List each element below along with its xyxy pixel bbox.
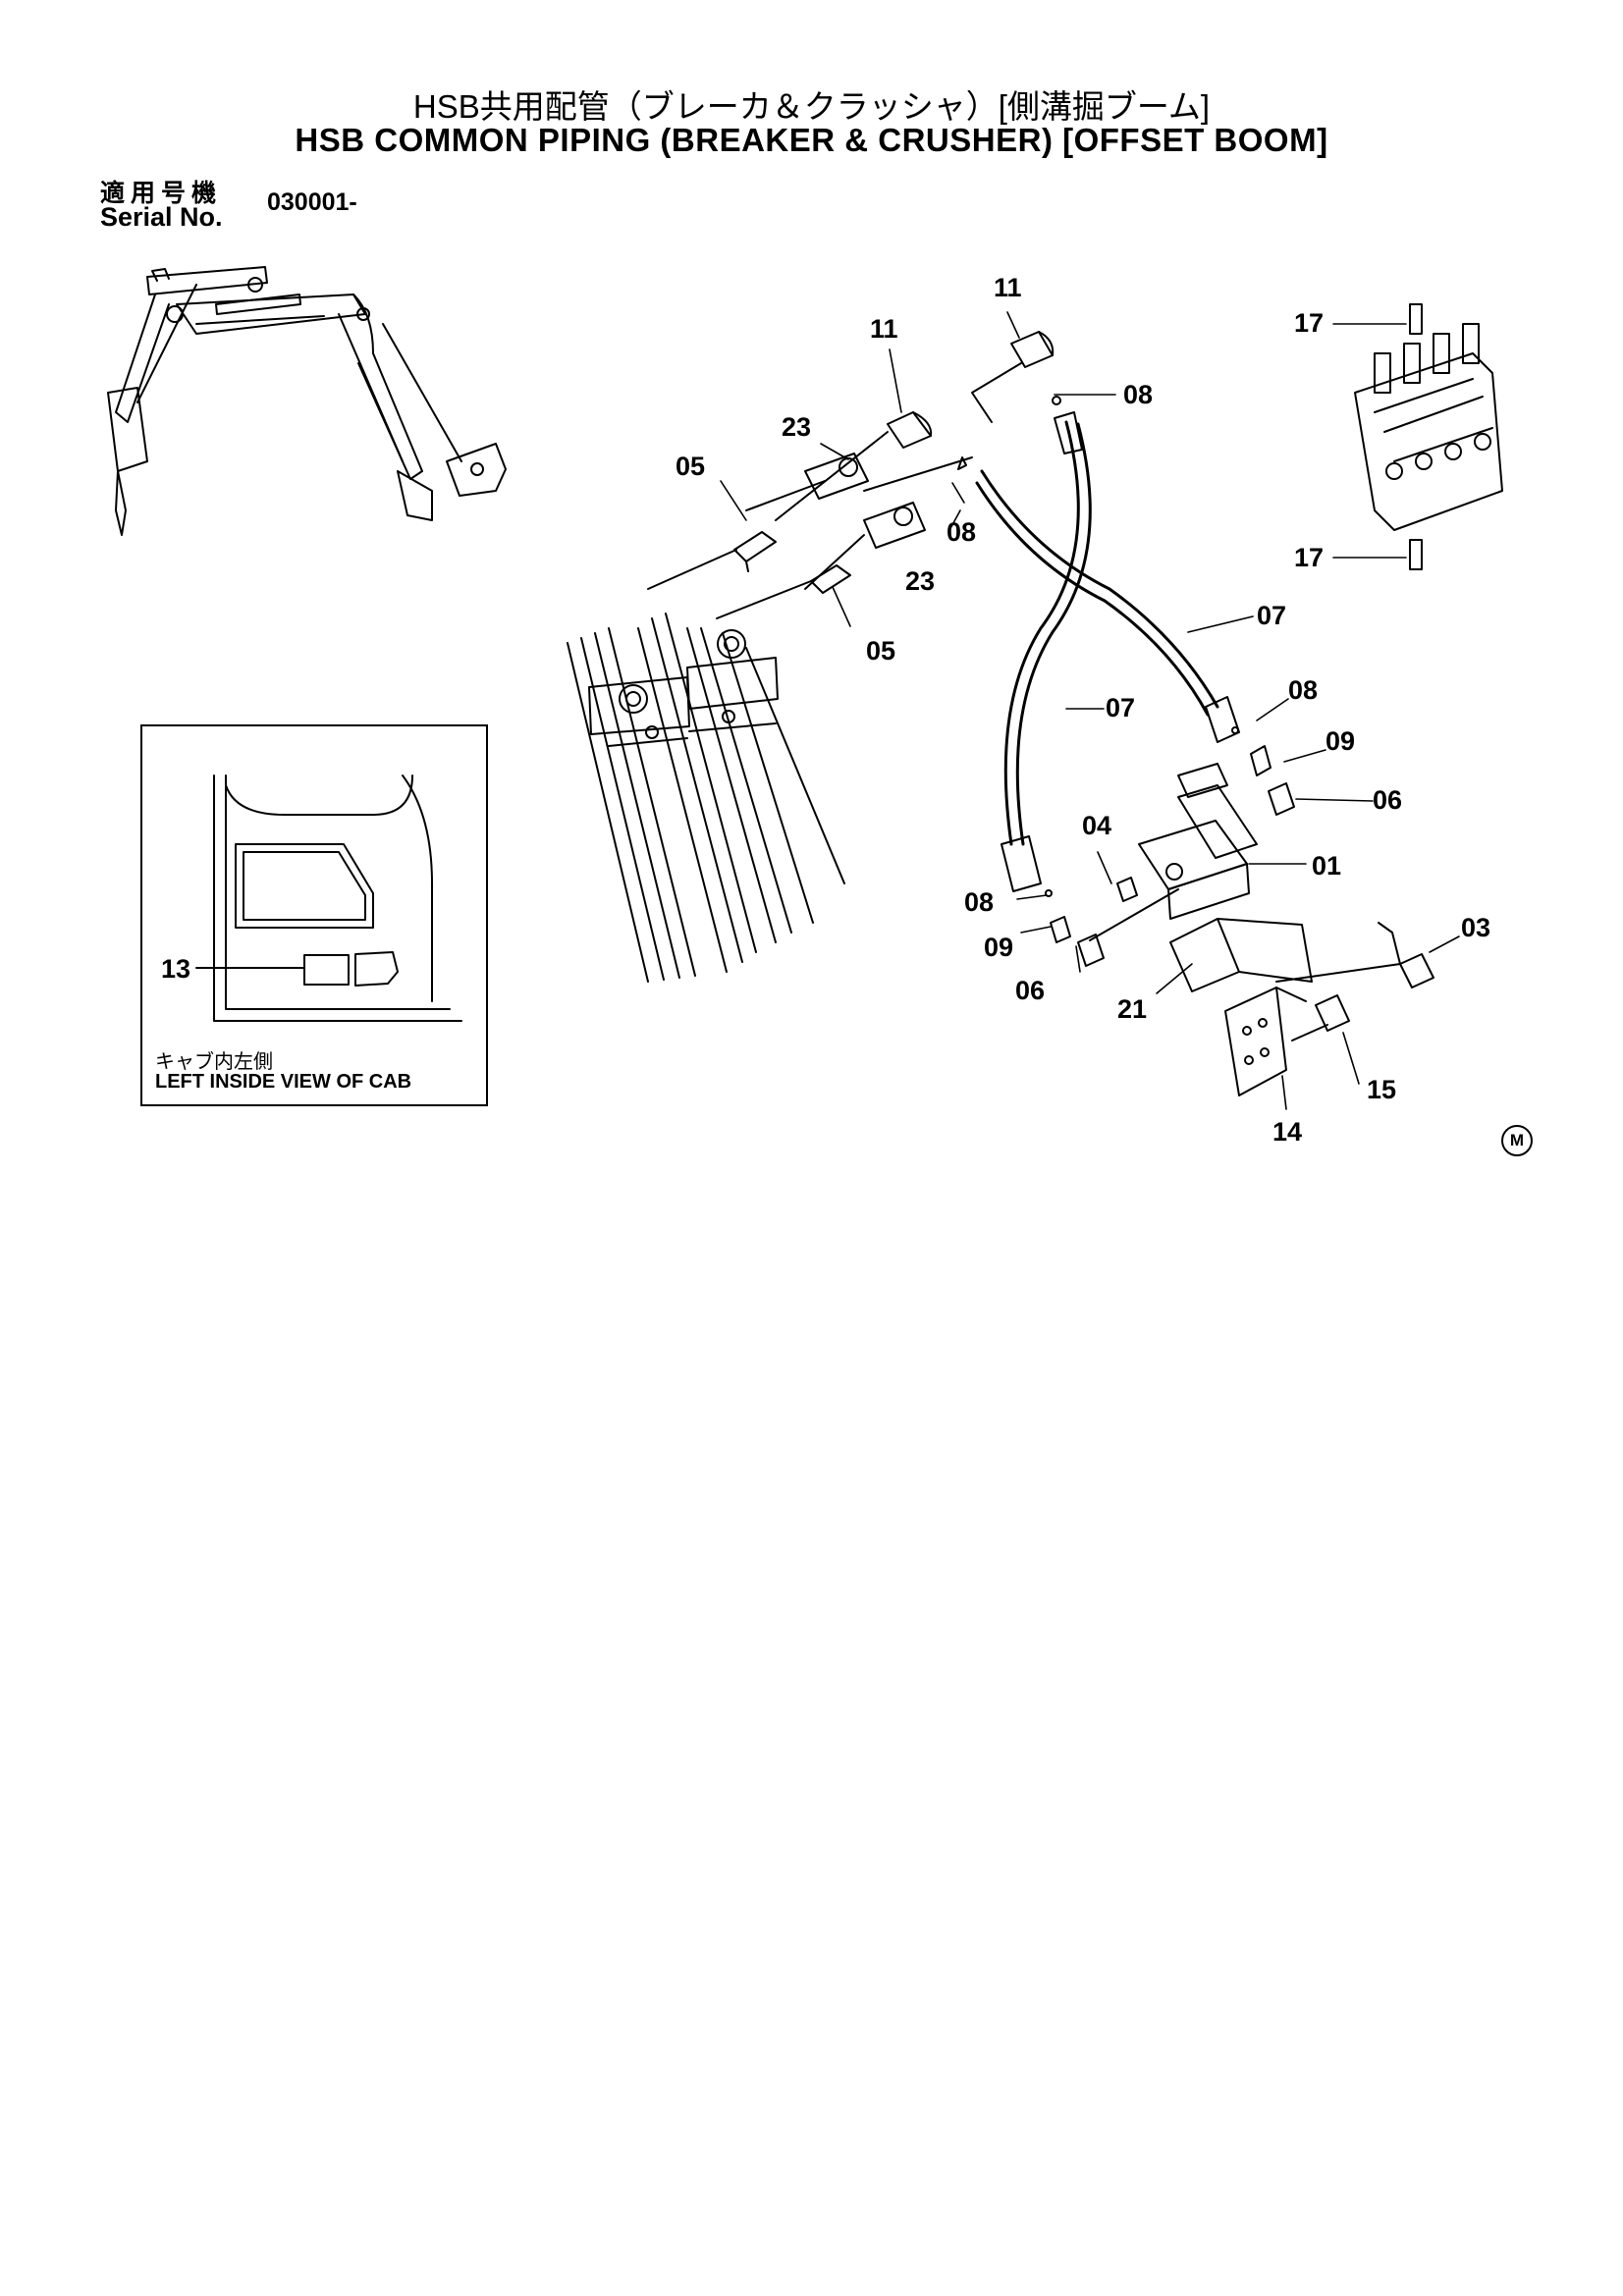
serial-label-en: Serial No. <box>100 202 223 232</box>
callout-05: 05 <box>676 452 706 481</box>
cab-inset-illustration <box>195 774 462 1022</box>
callout-11: 11 <box>870 314 898 344</box>
page-title-jp: HSB共用配管（ブレーカ＆クラッシャ）[側溝掘ブーム] <box>412 88 1211 125</box>
inset-caption-jp: キャブ内左側 <box>155 1051 273 1073</box>
callout-17: 17 <box>1294 543 1325 572</box>
callout-05: 05 <box>866 636 896 666</box>
cab-inset-frame <box>140 724 488 1106</box>
callout-14: 14 <box>1272 1117 1303 1147</box>
callout-07: 07 <box>1257 601 1287 630</box>
hoses <box>975 411 1240 892</box>
callout-21: 21 <box>1117 994 1148 1024</box>
valve-assembly <box>1045 726 1295 967</box>
callout-17: 17 <box>1294 308 1325 338</box>
callout-09: 09 <box>1325 726 1356 756</box>
callout-08: 08 <box>1123 380 1154 409</box>
callout-06: 06 <box>1373 785 1403 815</box>
callout-01: 01 <box>1312 851 1342 881</box>
callout-15: 15 <box>1367 1075 1397 1104</box>
bracket-assembly <box>1169 918 1434 1096</box>
callout-11: 11 <box>994 273 1022 302</box>
callout-23: 23 <box>905 566 936 596</box>
callout-06: 06 <box>1015 976 1046 1005</box>
callout-04: 04 <box>1082 811 1112 840</box>
inset-caption-en: LEFT INSIDE VIEW OF CAB <box>155 1071 412 1093</box>
callout-08: 08 <box>964 887 995 917</box>
callout-08: 08 <box>1288 675 1319 705</box>
callout-13: 13 <box>161 954 191 984</box>
callout-23: 23 <box>782 412 812 442</box>
control-valve <box>1354 303 1503 570</box>
callout-09: 09 <box>984 933 1014 962</box>
page-title-en: HSB COMMON PIPING (BREAKER & CRUSHER) [O… <box>295 122 1328 158</box>
serial-label-jp: 適用号機 <box>100 180 223 207</box>
serial-value: 030001- <box>267 188 357 216</box>
hose-bundle <box>567 613 845 983</box>
callout-03: 03 <box>1461 913 1491 942</box>
revision-mark: M <box>1501 1125 1533 1156</box>
callout-08: 08 <box>947 517 977 547</box>
leader-lines <box>720 311 1460 1110</box>
fittings-upper <box>647 331 1061 619</box>
callout-07: 07 <box>1106 693 1136 722</box>
excavator-boom-illustration <box>107 266 507 536</box>
